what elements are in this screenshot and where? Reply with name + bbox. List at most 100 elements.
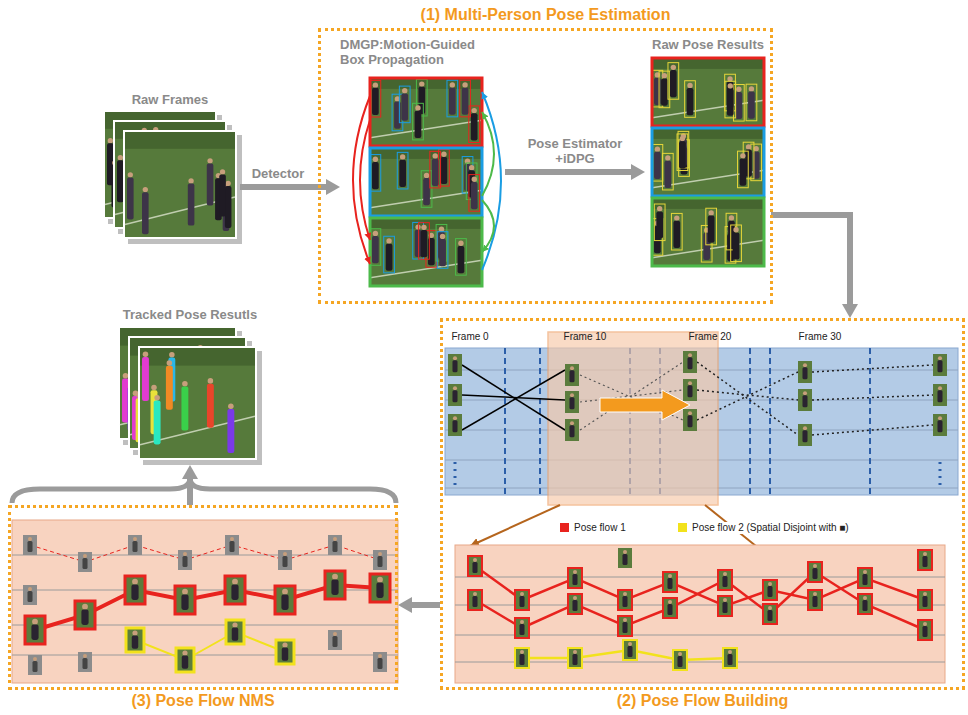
illustration-part bbox=[25, 616, 45, 644]
illustration-part bbox=[623, 592, 627, 596]
illustration-part bbox=[723, 648, 737, 668]
illustration-part bbox=[123, 373, 129, 379]
illustration-part bbox=[769, 348, 771, 495]
illustration-part bbox=[27, 591, 32, 602]
illustration-part bbox=[133, 537, 137, 541]
illustration-part bbox=[519, 596, 524, 607]
illustration-part bbox=[448, 354, 462, 376]
illustration-part bbox=[448, 414, 462, 436]
illustration-part bbox=[663, 572, 677, 592]
illustration-part bbox=[370, 218, 482, 286]
illustration-part bbox=[128, 535, 142, 555]
illustration-part bbox=[166, 366, 173, 410]
illustration-part bbox=[175, 586, 195, 614]
illustration-part bbox=[863, 596, 867, 600]
illustration-part bbox=[353, 96, 370, 264]
illustration-part bbox=[468, 590, 482, 610]
illustration-part bbox=[108, 138, 113, 143]
illustration-part bbox=[939, 462, 942, 488]
illustration-part bbox=[219, 175, 226, 217]
illustration-part bbox=[23, 535, 37, 555]
illustration-part bbox=[399, 160, 406, 187]
illustration-part bbox=[370, 78, 482, 146]
illustration-part bbox=[128, 172, 133, 177]
illustration-part bbox=[718, 570, 732, 590]
illustration-part bbox=[697, 362, 798, 435]
frame-label-holder: Frame 0 bbox=[440, 331, 500, 343]
illustration-part bbox=[923, 552, 927, 556]
illustration-part bbox=[276, 640, 294, 664]
illustration-part bbox=[627, 646, 632, 657]
illustration-part bbox=[733, 227, 738, 232]
illustration-part bbox=[937, 360, 942, 372]
illustration-part bbox=[938, 386, 942, 390]
illustration-part bbox=[378, 654, 382, 658]
illustration-part bbox=[652, 144, 663, 181]
illustration-part bbox=[360, 120, 370, 240]
illustration-part bbox=[25, 616, 45, 644]
illustration-part bbox=[688, 411, 692, 415]
illustration-part bbox=[401, 93, 408, 120]
illustration-part bbox=[440, 234, 445, 239]
illustration-part bbox=[468, 556, 482, 576]
illustration-part bbox=[922, 626, 927, 637]
illustration-part bbox=[933, 354, 947, 376]
illustration-part bbox=[727, 654, 732, 665]
illustration-part bbox=[623, 618, 627, 622]
edge-label: Pose Estimator +iDPG bbox=[520, 136, 630, 166]
illustration-part bbox=[28, 587, 32, 591]
illustration-part bbox=[812, 365, 933, 372]
illustration-part bbox=[181, 595, 188, 610]
illustration-part bbox=[78, 552, 92, 572]
illustration-part bbox=[746, 84, 757, 121]
illustration-part bbox=[918, 620, 932, 640]
illustration-part bbox=[372, 162, 379, 189]
illustration-part bbox=[169, 352, 175, 358]
illustration-part bbox=[654, 152, 661, 179]
illustration-part bbox=[728, 83, 733, 88]
illustration-part bbox=[668, 63, 679, 100]
illustration-part bbox=[858, 568, 872, 588]
edge-label-holder: Detector bbox=[243, 166, 313, 181]
illustration-part bbox=[140, 348, 255, 458]
illustration-part bbox=[763, 604, 777, 624]
illustration-part bbox=[723, 648, 737, 668]
illustration-part bbox=[671, 65, 676, 70]
stage-region: (3) Pose Flow NMS bbox=[8, 505, 398, 714]
illustration-part bbox=[802, 367, 807, 379]
illustration-part bbox=[370, 80, 381, 117]
illustration-part bbox=[132, 630, 137, 635]
illustration-part bbox=[570, 393, 574, 397]
frame-label: Frame 0 bbox=[440, 331, 500, 343]
illustration-part bbox=[419, 81, 424, 86]
illustration-part bbox=[229, 541, 234, 552]
illustration-part bbox=[439, 239, 446, 266]
illustration-part bbox=[520, 592, 524, 596]
illustration-part bbox=[725, 81, 736, 118]
illustration-part bbox=[515, 618, 529, 638]
illustration-part bbox=[623, 640, 637, 660]
illustration-part bbox=[227, 409, 234, 453]
illustration-part bbox=[370, 120, 482, 138]
illustration-part bbox=[736, 87, 741, 92]
illustration-part bbox=[430, 151, 441, 188]
illustration-part bbox=[663, 598, 677, 618]
illustration-part bbox=[667, 578, 672, 589]
illustration-part bbox=[471, 113, 478, 140]
illustration-part bbox=[812, 568, 817, 579]
illustration-part bbox=[473, 558, 477, 562]
illustration-part bbox=[135, 632, 285, 660]
illustration-part bbox=[718, 570, 732, 590]
illustration-part bbox=[462, 82, 467, 87]
illustration-part bbox=[419, 223, 430, 260]
illustration-part bbox=[386, 244, 393, 271]
illustration-part bbox=[798, 361, 812, 383]
illustration-part bbox=[127, 177, 134, 219]
illustration-part bbox=[918, 590, 932, 610]
illustration-part bbox=[370, 218, 482, 286]
illustration-part bbox=[452, 360, 457, 372]
illustration-part bbox=[572, 654, 577, 665]
